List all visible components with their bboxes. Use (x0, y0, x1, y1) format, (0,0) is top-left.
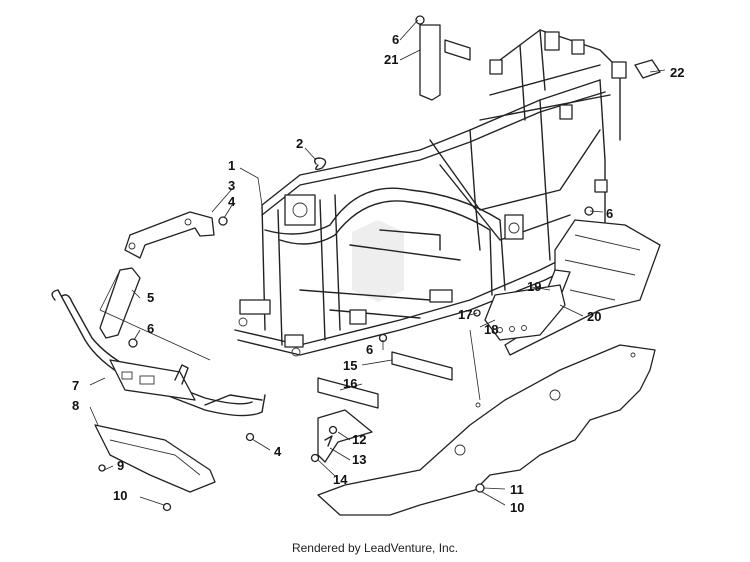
part-16-bar (317, 377, 379, 409)
callout-8: 8 (72, 398, 79, 413)
watermark-logo (352, 220, 404, 302)
callout-6-left: 6 (147, 321, 154, 336)
callout-16: 16 (343, 376, 357, 391)
callout-14: 14 (333, 472, 348, 487)
part-15-bar (391, 351, 453, 381)
callout-6-top: 6 (392, 32, 399, 47)
callout-18: 18 (484, 322, 498, 337)
callout-12: 12 (352, 432, 366, 447)
callout-labels: 1 2 3 4 4 5 6 6 6 6 7 8 9 10 10 11 12 13… (72, 32, 684, 515)
part-22-pad (634, 59, 661, 79)
part-21-rear-brace (419, 24, 471, 101)
callout-11: 11 (510, 482, 524, 497)
part-5-bumper-support (99, 267, 141, 339)
part-11-main-skid-plate (317, 344, 656, 516)
callout-3: 3 (228, 178, 235, 193)
callout-6-center: 6 (366, 342, 373, 357)
callout-22: 22 (670, 65, 684, 80)
part-3-front-support (124, 211, 215, 259)
callout-10-left: 10 (113, 488, 127, 503)
callout-6-right: 6 (606, 206, 613, 221)
callout-20: 20 (587, 309, 601, 324)
footer-credit: Rendered by LeadVenture, Inc. (291, 541, 459, 555)
main-frame (234, 29, 627, 357)
callout-4-upper: 4 (228, 194, 236, 209)
part-7-front-bumper (51, 289, 266, 417)
callout-7: 7 (72, 378, 79, 393)
callout-5: 5 (147, 290, 154, 305)
part-18-footrest-bracket (484, 284, 566, 341)
leader-lines (89, 19, 666, 506)
callout-9: 9 (117, 458, 124, 473)
fasteners (98, 15, 594, 512)
callout-4-lower: 4 (274, 444, 282, 459)
part-8-front-skid-plate (94, 424, 216, 493)
callout-13: 13 (352, 452, 366, 467)
callout-1: 1 (228, 158, 235, 173)
callout-19: 19 (527, 279, 541, 294)
callout-10-right: 10 (510, 500, 524, 515)
callout-2: 2 (296, 136, 303, 151)
callout-15: 15 (343, 358, 357, 373)
callout-21: 21 (384, 52, 398, 67)
callout-17: 17 (458, 307, 472, 322)
part-2-strap (313, 157, 327, 171)
